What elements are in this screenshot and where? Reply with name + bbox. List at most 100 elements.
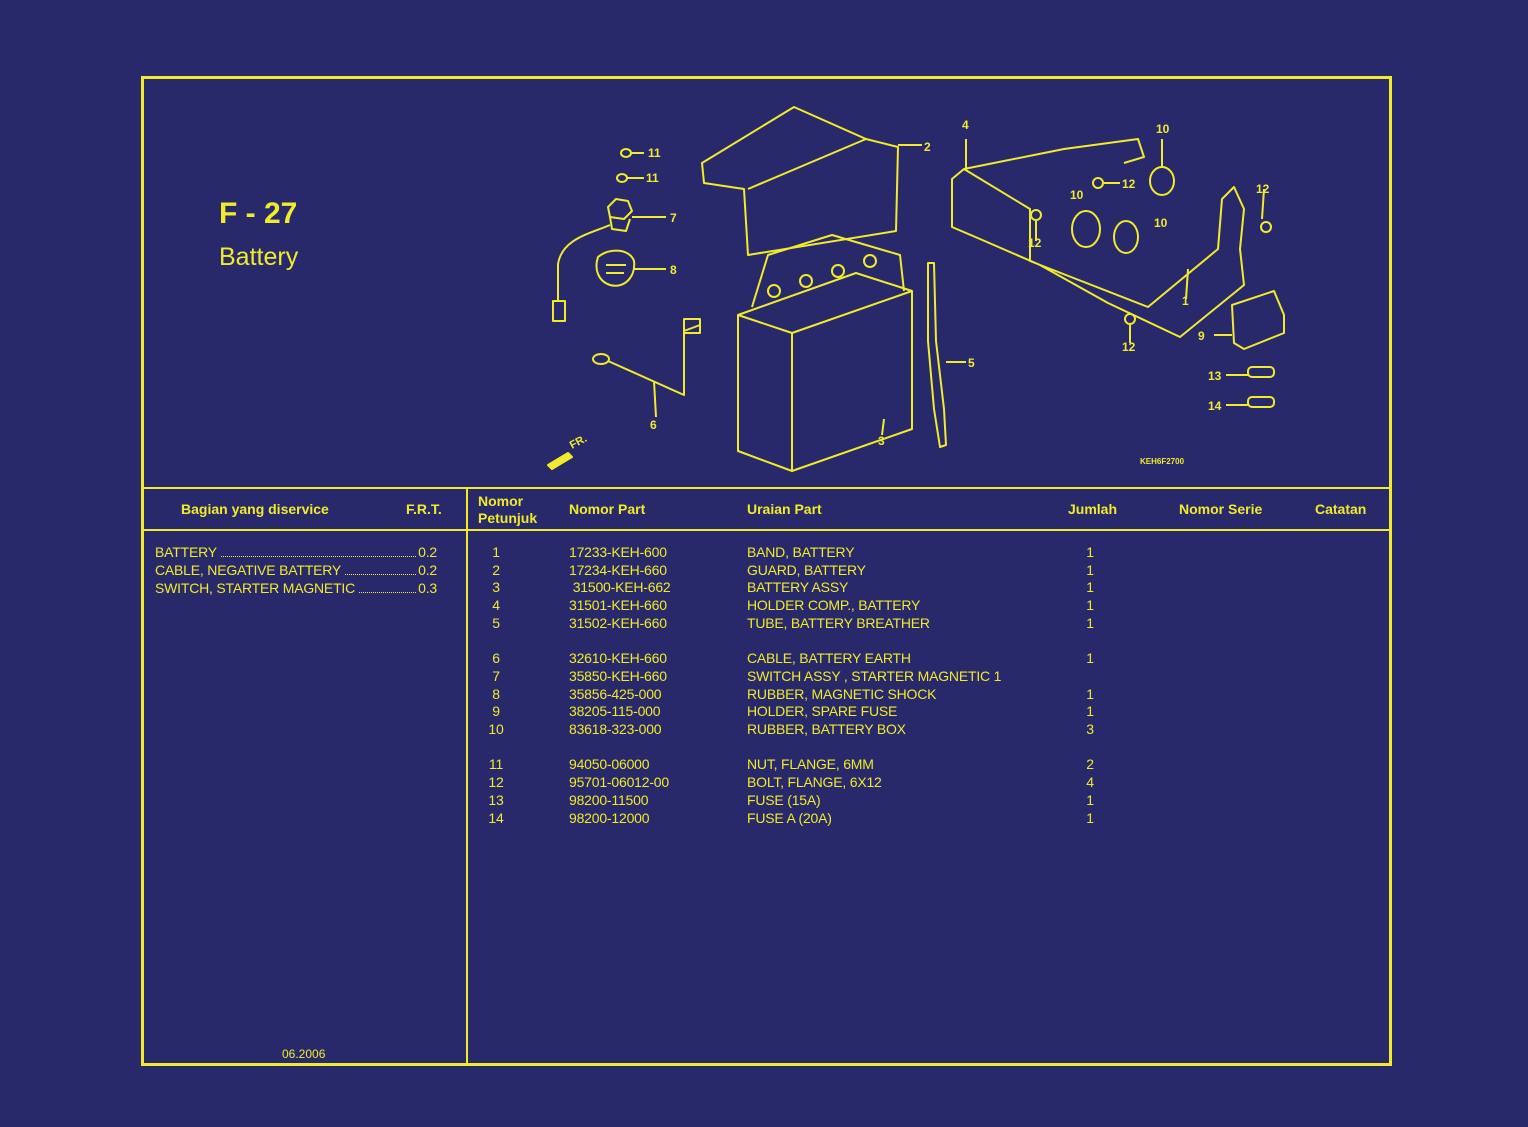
earth-cable-part-6 [592, 318, 701, 418]
figure-code: KEH6F2700 [1140, 457, 1185, 466]
part-number: 98200-11500 [569, 791, 649, 808]
part-quantity: 4 [1086, 774, 1094, 791]
part-number: 98200-12000 [569, 809, 650, 826]
service-column-header: Bagian yang diservice [181, 501, 329, 517]
ref-number: 5 [492, 614, 500, 631]
part-description: BAND, BATTERY [747, 544, 855, 560]
part-description: FUSE (15A) [747, 791, 821, 808]
dot-leader [345, 573, 417, 575]
part-number: 35856-425-000 [569, 685, 662, 702]
serial-column-header: Nomor Serie [1179, 501, 1263, 517]
part-description: RUBBER, BATTERY BOX [747, 721, 906, 737]
breather-tube-part-5 [927, 262, 966, 448]
part-quantity: 1 [1086, 685, 1094, 702]
service-frt: 0.2 [418, 544, 437, 560]
part-description: FUSE A (20A) [747, 809, 832, 826]
ref-number: 2 [492, 561, 500, 578]
column-divider [466, 487, 468, 1063]
ref-number: 14 [488, 809, 504, 826]
part-number: 94050-06000 [569, 756, 650, 773]
part-quantity: 1 [1086, 650, 1094, 667]
fuse-part-13 [1226, 366, 1275, 378]
svg-text:3: 3 [878, 434, 885, 448]
revision-date: 06.2006 [282, 1047, 326, 1061]
svg-text:1: 1 [1182, 294, 1189, 308]
ref-number: 7 [492, 667, 500, 684]
ref-number: 4 [492, 597, 500, 614]
part-number: 35850-KEH-660 [569, 667, 667, 684]
ref-number: 9 [492, 703, 500, 720]
part-number: 31502-KEH-660 [569, 614, 667, 631]
front-direction-arrow [547, 452, 573, 470]
part-number: 32610-KEH-660 [569, 650, 667, 667]
svg-text:2: 2 [924, 140, 931, 154]
part-number: 38205-115-000 [569, 703, 661, 720]
service-row: BATTERY 0.2 [155, 544, 437, 560]
svg-text:9: 9 [1198, 329, 1205, 343]
ref-number: 13 [488, 791, 504, 808]
nut-part-11 [616, 148, 644, 183]
part-description: TUBE, BATTERY BREATHER [747, 614, 930, 631]
part-description: GUARD, BATTERY [747, 561, 866, 578]
part-quantity: 1 [1086, 614, 1094, 631]
part-description: HOLDER, SPARE FUSE [747, 703, 898, 720]
svg-text:10: 10 [1156, 122, 1170, 136]
battery-guard-part-2 [701, 106, 922, 256]
part-quantity: 1 [1086, 791, 1094, 808]
exploded-parts-diagram: 11 11 7 8 2 3 5 6 4 10 10 10 12 12 12 12… [547, 106, 1285, 472]
spare-fuse-holder-part-9 [1214, 290, 1285, 350]
ref-column-header-line2: Petunjuk [478, 510, 538, 526]
quantity-column-header: Jumlah [1068, 501, 1118, 517]
diagram-divider [144, 487, 1389, 489]
svg-text:7: 7 [670, 211, 677, 225]
svg-text:8: 8 [670, 263, 677, 277]
svg-text:10: 10 [1154, 216, 1168, 230]
section-code: F - 27 [219, 197, 298, 230]
bolt-part-12 [1030, 177, 1272, 343]
ref-number: 11 [488, 756, 504, 773]
ref-number: 3 [492, 579, 500, 596]
service-name: BATTERY [155, 544, 217, 560]
part-number: 17234-KEH-660 [569, 561, 667, 578]
part-quantity: 1 [1086, 561, 1094, 578]
part-number: 95701-06012-00 [569, 774, 669, 791]
fuse-part-14 [1226, 396, 1275, 408]
ref-number: 8 [492, 685, 500, 702]
service-name: SWITCH, STARTER MAGNETIC [155, 580, 356, 596]
part-quantity: 1 [1086, 579, 1094, 596]
part-number: 17233-KEH-600 [569, 544, 667, 560]
svg-text:12: 12 [1122, 340, 1136, 354]
service-frt: 0.2 [418, 562, 437, 578]
svg-text:12: 12 [1028, 236, 1042, 250]
svg-text:4: 4 [962, 118, 969, 132]
battery-holder-part-4 [951, 138, 1245, 338]
header-divider [144, 529, 1389, 531]
svg-text:5: 5 [968, 356, 975, 370]
part-quantity: 1 [1086, 703, 1094, 720]
battery-part-3 [737, 234, 913, 472]
part-description: BOLT, FLANGE, 6X12 [747, 774, 882, 791]
notes-column-header: Catatan [1315, 501, 1367, 517]
ref-number: 10 [488, 721, 504, 737]
service-frt: 0.3 [418, 580, 437, 596]
description-column-header: Uraian Part [747, 501, 822, 517]
dot-leader [359, 591, 417, 593]
svg-text:11: 11 [646, 171, 659, 185]
dot-leader [220, 555, 417, 557]
section-title: Battery [219, 243, 299, 271]
part-description: CABLE, BATTERY EARTH [747, 650, 911, 667]
svg-text:11: 11 [648, 146, 661, 160]
part-description: RUBBER, MAGNETIC SHOCK [747, 685, 937, 702]
frt-column-header: F.R.T. [406, 501, 442, 517]
part-quantity: 1 [1086, 809, 1094, 826]
rubber-shock-part-8 [595, 249, 666, 287]
svg-text:12: 12 [1256, 182, 1270, 196]
svg-text:10: 10 [1070, 188, 1084, 202]
part-quantity: 1 [1086, 597, 1094, 614]
ref-number: 6 [492, 650, 500, 667]
part-number: 31501-KEH-660 [569, 597, 667, 614]
svg-text:12: 12 [1122, 177, 1136, 191]
part-description: SWITCH ASSY , STARTER MAGNETIC 1 [747, 667, 1002, 684]
part-description: BATTERY ASSY [747, 579, 849, 596]
